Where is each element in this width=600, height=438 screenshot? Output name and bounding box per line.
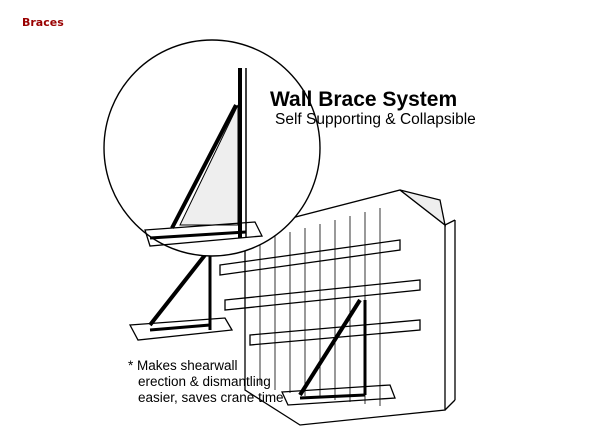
note-line-2: erection & dismantling [138,374,271,389]
note-line-3: easier, saves crane time [138,390,284,405]
detail-circle [103,39,321,257]
left-brace [128,253,234,341]
figure-subheading: Self Supporting & Collapsible [275,111,476,128]
note-line-1: * Makes shearwall [128,358,238,373]
wall-panel [219,189,456,426]
right-brace [281,298,396,406]
figure-heading: Wall Brace System [270,88,457,111]
page-title: Braces [22,16,64,29]
